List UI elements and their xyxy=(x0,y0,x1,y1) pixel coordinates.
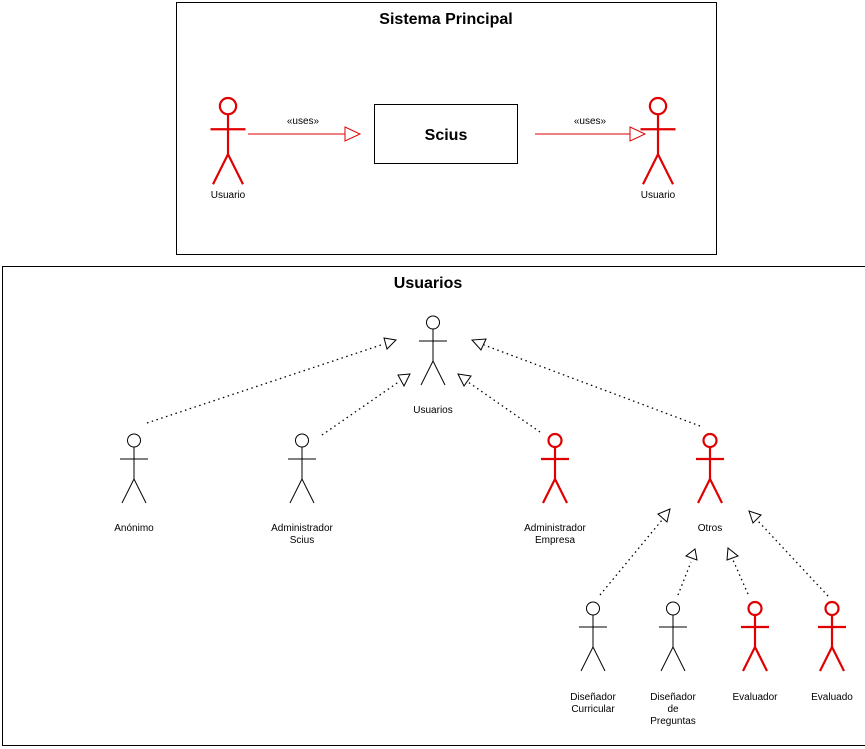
actor-label: Diseñador xyxy=(650,692,696,703)
generalization-disenador-preguntas xyxy=(677,561,692,596)
actor-label: Diseñador xyxy=(570,692,616,703)
actor-icon xyxy=(210,96,246,185)
package-title-usuarios: Usuarios xyxy=(394,275,463,292)
actor-icon xyxy=(419,315,447,386)
actor-icon xyxy=(579,601,607,672)
generalization-otros xyxy=(483,344,701,427)
actor-label: Administrador xyxy=(271,523,333,534)
actor-icon xyxy=(659,601,687,672)
actor-icon xyxy=(120,433,148,504)
actor-label: Preguntas xyxy=(650,716,696,727)
actor-icon xyxy=(640,96,676,185)
actor-label: Evaluador xyxy=(732,692,778,703)
generalization-anonimo xyxy=(146,343,385,424)
actor-label: Anónimo xyxy=(114,523,154,534)
actor-icon xyxy=(288,433,316,504)
system-label-scius: Scius xyxy=(425,127,468,144)
actor-label: Empresa xyxy=(535,535,575,546)
generalization-head-admin-empresa xyxy=(457,373,472,387)
generalization-head-disenador-curricular xyxy=(657,508,671,523)
actor-icon xyxy=(696,432,724,504)
actor-icon xyxy=(741,600,769,672)
generalization-admin-scius xyxy=(321,380,401,436)
actor-usuarios-root[interactable]: Usuarios xyxy=(413,315,453,416)
generalization-lines xyxy=(146,337,829,597)
generalization-head-admin-scius xyxy=(397,373,411,388)
actor-evaluado[interactable]: Evaluado xyxy=(811,600,853,703)
generalization-head-anonimo xyxy=(383,337,398,350)
generalization-evaluador xyxy=(732,559,749,595)
actor-label: Administrador xyxy=(524,523,586,534)
actor-usuario-right[interactable]: Usuario xyxy=(640,96,676,201)
actor-label: Evaluado xyxy=(811,692,853,703)
actor-icon xyxy=(818,600,846,672)
system-box-scius[interactable] xyxy=(374,104,518,164)
uses-arrow-right-head xyxy=(629,126,647,142)
generalization-evaluado xyxy=(757,520,829,597)
actor-evaluador[interactable]: Evaluador xyxy=(732,600,778,703)
actor-otros[interactable]: Otros xyxy=(696,432,724,534)
package-usuarios xyxy=(2,266,865,746)
uses-arrow-left-head xyxy=(344,126,362,142)
generalization-admin-empresa xyxy=(467,381,541,433)
package-title-sistema-principal: Sistema Principal xyxy=(379,11,512,28)
uses-stereotype-right: «uses» xyxy=(574,116,607,127)
generalization-disenador-curricular xyxy=(599,519,663,596)
actor-usuario-left[interactable]: Usuario xyxy=(210,96,246,201)
uses-stereotype-left: «uses» xyxy=(287,116,320,127)
generalization-head-evaluador xyxy=(726,547,740,561)
actor-label: Usuario xyxy=(211,190,246,201)
generalization-head-evaluado xyxy=(748,510,762,524)
actor-label: Otros xyxy=(698,523,722,534)
actor-label: Usuarios xyxy=(413,405,452,416)
actor-label: de xyxy=(667,704,679,715)
actor-label: Curricular xyxy=(571,704,615,715)
actor-icon xyxy=(541,432,569,504)
package-sistema-principal xyxy=(176,2,717,255)
actor-anonimo[interactable]: Anónimo xyxy=(114,433,154,534)
generalization-head-otros xyxy=(470,338,487,351)
generalization-head-disenador-preguntas xyxy=(684,548,698,561)
actor-label: Usuario xyxy=(641,190,676,201)
actor-label: Scius xyxy=(290,535,314,546)
